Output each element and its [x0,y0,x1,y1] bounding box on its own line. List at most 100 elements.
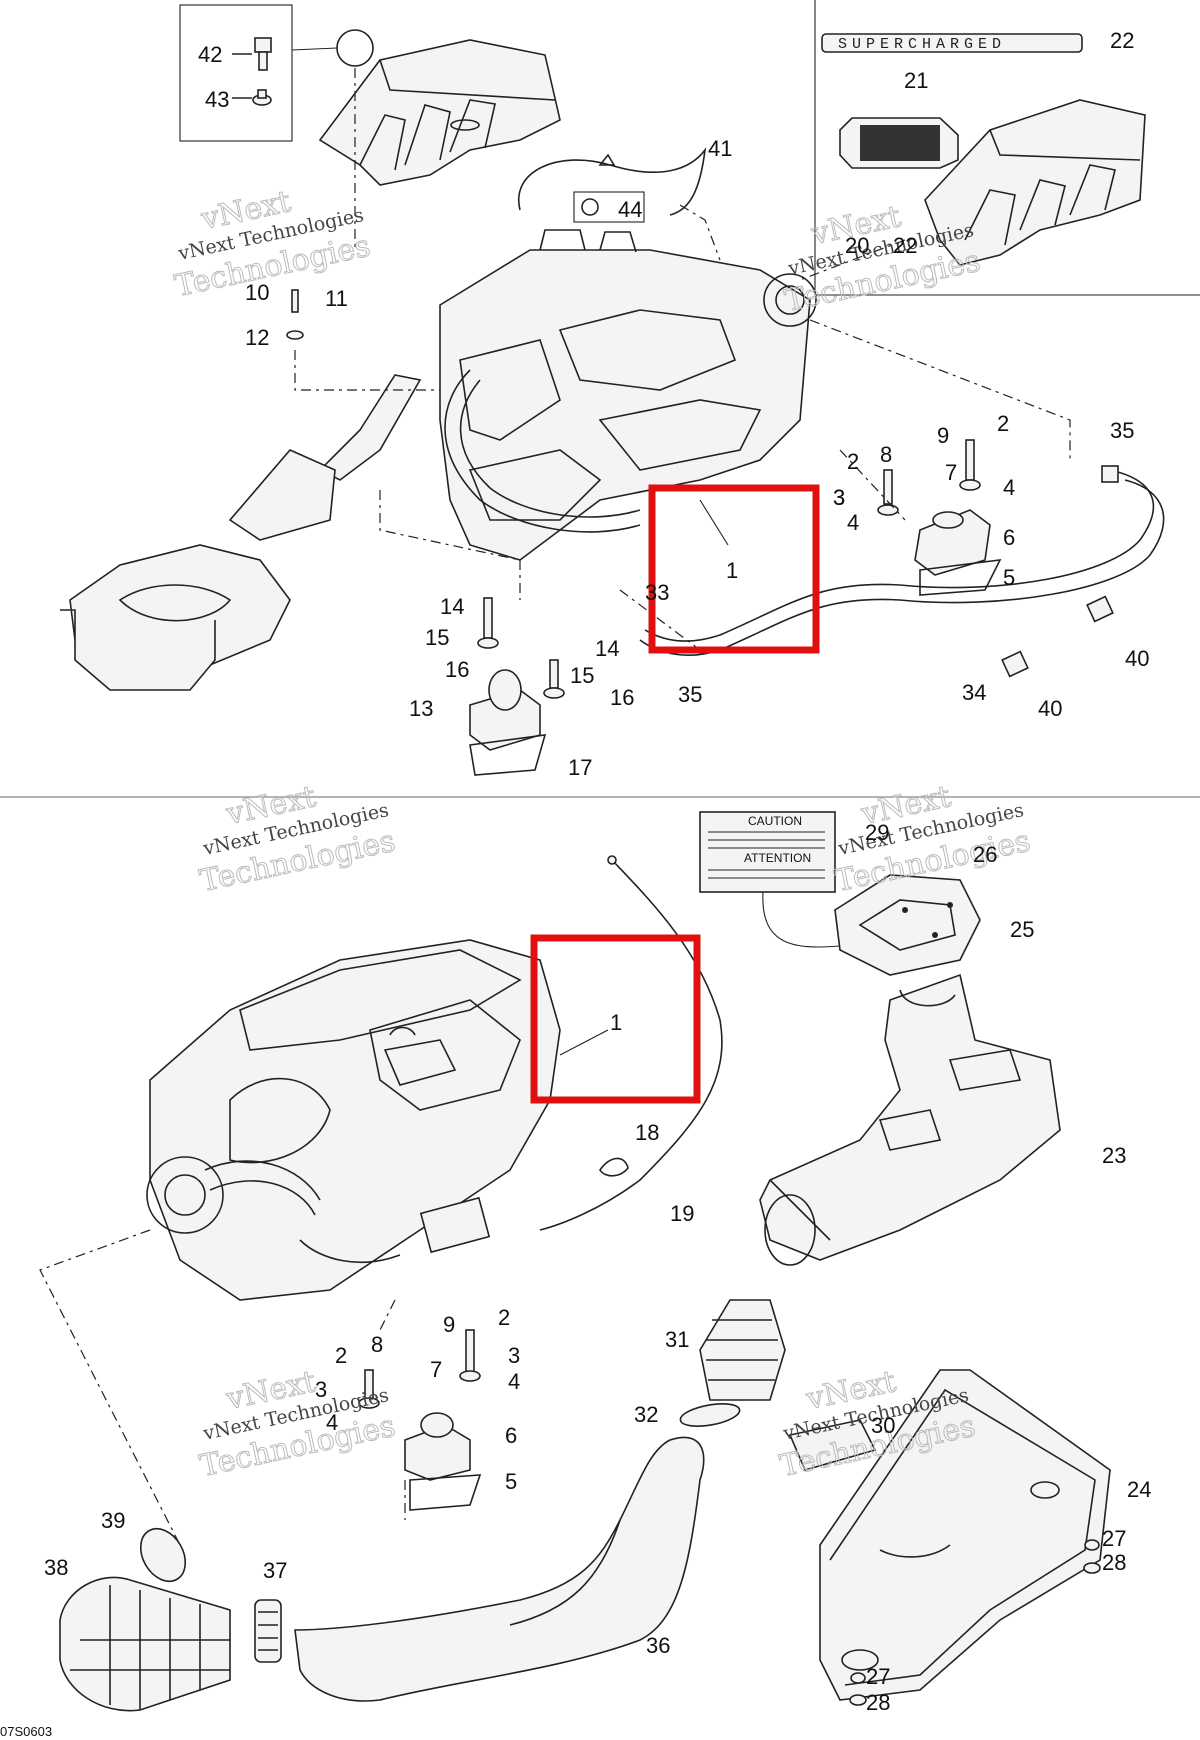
callout-number: 36 [646,1633,670,1658]
callout-number: 9 [937,423,949,448]
clamp-40-b [1001,650,1029,678]
callout-number: 2 [335,1343,347,1368]
leader-lines-bottom [39,1229,406,1546]
callout-number: 8 [371,1332,383,1357]
caution-label-29: CAUTION ATTENTION [699,811,836,893]
clamp-32 [679,1403,741,1427]
bolt-10-washer-12 [286,289,304,340]
callout-number: 1 [610,1010,622,1035]
callout-number: 14 [440,594,464,619]
callout-number: 9 [443,1312,455,1337]
callout-number: 5 [1003,565,1015,590]
callout-number: 4 [1003,475,1015,500]
callout-number: 4 [847,510,859,535]
intake-duct-36 [294,1436,705,1702]
callout-number: 24 [1127,1477,1151,1502]
callout-number: 33 [645,580,669,605]
clamp-39 [139,1527,187,1583]
callout-number: 12 [245,325,269,350]
callout-number: 14 [595,636,619,661]
callout-number: 35 [1110,418,1134,443]
callout-number: 16 [445,657,469,682]
callout-number: 28 [1102,1550,1126,1575]
callout-number: 10 [245,280,269,305]
callout-number: 7 [430,1357,442,1382]
engine-mount-bottom [358,1329,482,1511]
badge-text: SUPERCHARGED [838,36,1006,53]
highlight-box-bottom [530,934,701,1104]
leader-lines-top [294,68,1071,651]
callout-number: 40 [1038,696,1062,721]
callout-number: 22 [893,233,917,258]
callout-number: 2 [498,1305,510,1330]
callout-number: 31 [665,1327,689,1352]
callout-number: 7 [945,460,957,485]
callout-number: 16 [610,685,634,710]
hose-34 [639,479,1165,656]
intake-tube-top [60,374,422,691]
callout-number: 11 [325,286,348,311]
callout-number: 42 [198,42,222,67]
callout-number: 3 [833,485,845,510]
nut-27-washer-28 [849,1539,1101,1706]
callout-number: 20 [845,233,869,258]
callout-number: 2 [847,449,859,474]
callout-number: 15 [570,663,594,688]
callout-number: 8 [880,442,892,467]
callout-number: 4 [326,1410,338,1435]
airbox-23 [759,973,1061,1266]
callout-number: 38 [44,1555,68,1580]
callout-number: 19 [670,1201,694,1226]
callout-number: 29 [865,820,889,845]
panel-30 [788,1419,877,1471]
clamp-35-top [1101,465,1119,483]
callout-number: 3 [315,1377,327,1402]
flame-arrester-38 [59,1576,231,1712]
engine-mount-right-top [877,439,1002,596]
bolt-42 [254,37,272,71]
callout-number: 17 [568,755,592,780]
inset-box-42-43 [179,4,293,142]
callout-number: 41 [708,136,732,161]
callout-number: 13 [409,696,433,721]
watermark-4: vNext Technologies vNext Technologies [831,779,1033,900]
callout-number: 3 [508,1343,520,1368]
watermark-2: vNext Technologies vNext Technologies [781,199,983,320]
callout-number: 15 [425,625,449,650]
clamp-40-a [1086,595,1114,623]
warning-label-21 [839,117,959,169]
callout-number: 37 [263,1558,287,1583]
callout-number: 34 [962,680,986,705]
nut-43 [252,89,272,106]
watermark-3: vNext Technologies vNext Technologies [196,779,398,900]
callout-number: 44 [618,197,642,222]
caution-title: CAUTION [748,814,802,828]
callout-number: 27 [866,1664,890,1689]
callout-number: 18 [635,1120,659,1145]
attention-title: ATTENTION [744,851,811,865]
callout-number: 23 [1102,1143,1126,1168]
callout-number: 25 [1010,917,1034,942]
reference-code: 07S0603 [0,1724,52,1739]
hose-37 [254,1599,282,1663]
callout-number: 27 [1102,1526,1126,1551]
callout-number: 43 [205,87,229,112]
engine-cover-inset [924,99,1146,266]
engine-cover-top [318,39,561,186]
supercharged-badge-22: SUPERCHARGED [821,33,1083,53]
callout-number: 6 [1003,525,1015,550]
callout-number: 6 [505,1423,517,1448]
cable-19 [539,859,723,1231]
engine-block-bottom [146,939,561,1301]
callout-number: 40 [1125,646,1149,671]
clamp-44 [573,153,645,223]
callout-number: 39 [101,1508,125,1533]
callout-number: 28 [866,1690,890,1715]
callout-number: 5 [505,1469,517,1494]
tube-41 [517,147,707,216]
callout-number: 22 [1110,28,1134,53]
tray-24 [819,1369,1111,1701]
